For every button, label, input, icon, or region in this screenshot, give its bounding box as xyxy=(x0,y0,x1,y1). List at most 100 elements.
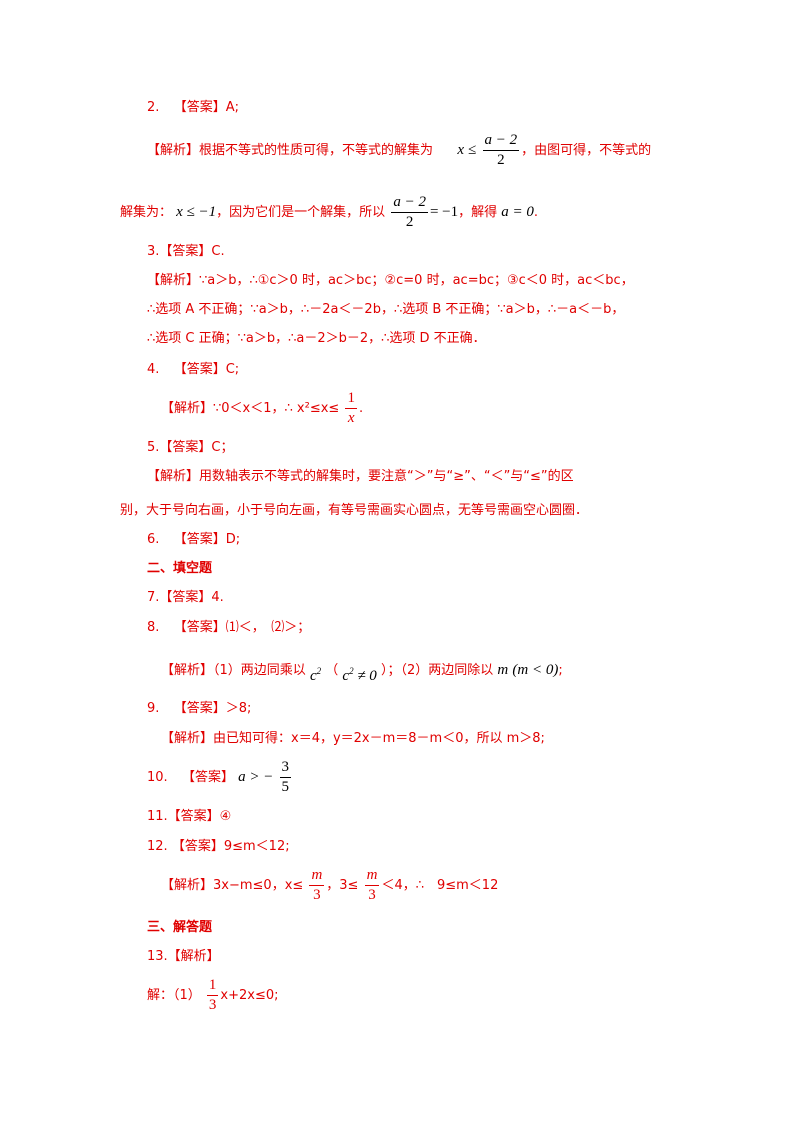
fraction-numerator: a − 2 xyxy=(391,193,428,213)
fraction-denominator: 3 xyxy=(368,887,376,903)
q11-answer: 11.【答案】④ xyxy=(147,809,232,824)
analysis-text: ） xyxy=(380,663,388,678)
analysis-text: . xyxy=(358,401,364,416)
answer-tag: 【答案】 xyxy=(173,532,226,547)
answer-value: ＞8; xyxy=(225,701,252,716)
analysis-text: 3x−m≤0，x≤ xyxy=(213,878,304,893)
fraction: 3 5 xyxy=(279,758,292,797)
fraction: a − 2 2 xyxy=(482,131,520,170)
analysis-text: ，解得 xyxy=(458,205,498,220)
q2-analysis-line2: 解集为： x ≤ −1，因为它们是一个解集，所以 a − 2 2 = −1，解得… xyxy=(120,192,538,233)
math-expression: = −1 xyxy=(429,204,459,220)
question-number: 8. xyxy=(147,620,160,635)
answer-value: ⑴＜， ⑵＞； xyxy=(225,620,311,635)
math-neq: ≠ 0 xyxy=(357,668,377,684)
answer-value: A; xyxy=(225,100,239,115)
fraction-numerator: 1 xyxy=(345,389,357,409)
fraction-numerator: 3 xyxy=(279,758,292,778)
math-expression: a = 0 xyxy=(501,204,534,220)
q5-analysis-line2: 别，大于号向右画，小于号向左画，有等号需画实心圆点，无等号需画空心圆圈． xyxy=(120,503,589,518)
answer-tag: 【答案】 xyxy=(173,620,226,635)
q3-answer: 3.【答案】C. xyxy=(147,244,225,259)
analysis-tag: 【解析】 xyxy=(161,878,214,893)
fraction-numerator: 1 xyxy=(206,976,219,996)
q12-analysis: 【解析】3x−m≤0，x≤ m 3 ，3≤ m 3 ＜4，∴ 9≤m＜12 xyxy=(161,866,498,906)
q10-answer: 10. 【答案】 a > − 3 5 xyxy=(147,757,293,798)
q13-label: 13.【解析】 xyxy=(147,949,220,964)
question-number: 10. xyxy=(147,770,168,785)
q4-analysis: 【解析】∵0＜x＜1，∴ x²≤x≤ 1 x . xyxy=(161,389,363,429)
question-number: 4. xyxy=(147,362,160,377)
analysis-text: ；（2）两边同除以 xyxy=(387,663,494,678)
math-leq: ≤ xyxy=(468,142,477,158)
q5-analysis-line1: 【解析】用数轴表示不等式的解集时，要注意“＞”与“≥”、“＜”与“≤”的区 xyxy=(147,469,574,484)
analysis-text: ，3≤ xyxy=(326,878,359,893)
math-c: c xyxy=(342,668,350,684)
q2-answer: 2. 【答案】A; xyxy=(147,99,239,117)
fraction-denominator: 3 xyxy=(208,997,217,1013)
analysis-text: 解集为： xyxy=(120,205,173,220)
q8-answer: 8. 【答案】⑴＜， ⑵＞； xyxy=(147,619,310,637)
q2-analysis-line1: 【解析】根据不等式的性质可得，不等式的解集为 x ≤ a − 2 2 ，由图可得… xyxy=(147,131,651,170)
q4-answer: 4. 【答案】C; xyxy=(147,361,239,379)
q9-analysis: 【解析】由已知可得：x＝4，y＝2x－m＝8－m＜0，所以 m＞8; xyxy=(161,731,545,746)
math-x: x xyxy=(457,142,464,158)
math-expression: c2 xyxy=(309,666,322,684)
q3-analysis-line3: ∴选项 C 正确；∵a＞b，∴a－2＞b－2，∴选项 D 不正确． xyxy=(147,331,486,346)
section-heading: 三、解答题 xyxy=(147,920,213,935)
fraction: 1 3 xyxy=(206,976,219,1015)
fraction: 1 x xyxy=(345,389,357,428)
answer-value: D; xyxy=(225,532,241,547)
analysis-text: ; xyxy=(558,663,563,678)
math-c: c xyxy=(309,668,317,684)
fraction-numerator: m xyxy=(364,866,380,886)
q6-answer: 6. 【答案】D; xyxy=(147,531,240,549)
math-expression: a > − xyxy=(238,769,274,785)
analysis-text: （1）两边同乘以 xyxy=(213,663,306,678)
fraction-denominator: 2 xyxy=(405,214,414,230)
question-number: 2. xyxy=(147,100,160,115)
math-condition: (m < 0) xyxy=(512,662,559,678)
question-number: 12. xyxy=(147,839,168,854)
q13-solution: 解：（1） 1 3 x+2x≤0; xyxy=(147,976,279,1016)
analysis-text: ，由图可得，不等式的 xyxy=(521,143,652,158)
answer-tag: 【答案】 xyxy=(173,362,226,377)
analysis-tag: 【解析】 xyxy=(161,663,214,678)
solution-text: x+2x≤0; xyxy=(220,988,279,1003)
analysis-text: . xyxy=(533,205,539,220)
q3-analysis-line1: 【解析】∵a＞b，∴①c＞0 时，ac＞bc；②c=0 时，ac=bc；③c＜0… xyxy=(147,273,634,288)
analysis-tag: 【解析】 xyxy=(147,143,200,158)
math-m: m xyxy=(497,662,509,678)
analysis-text: ，因为它们是一个解集，所以 xyxy=(216,205,386,220)
question-number: 6. xyxy=(147,532,160,547)
fraction: m 3 xyxy=(364,866,380,905)
math-expression: c2 ≠ 0 xyxy=(342,666,377,684)
section-heading: 二、填空题 xyxy=(147,561,213,576)
fraction-denominator: 3 xyxy=(313,887,321,903)
question-number: 9. xyxy=(147,701,160,716)
answer-value: 9≤m＜12; xyxy=(223,839,290,854)
analysis-text: ∵0＜x＜1，∴ x²≤x≤ xyxy=(213,401,340,416)
math-expression: x ≤ −1 xyxy=(176,204,217,220)
q9-answer: 9. 【答案】＞8; xyxy=(147,700,251,718)
analysis-text: 根据不等式的性质可得，不等式的解集为 xyxy=(199,143,434,158)
fraction-numerator: m xyxy=(309,866,325,886)
analysis-text: ＜4，∴ 9≤m＜12 xyxy=(381,878,499,893)
analysis-text: （ xyxy=(325,663,339,678)
q3-analysis-line2: ∴选项 A 不正确；∵a＞b，∴－2a＜－2b，∴选项 B 不正确；∵a＞b，∴… xyxy=(147,302,625,317)
fraction: a − 2 2 xyxy=(391,193,428,232)
fraction-denominator: 5 xyxy=(281,779,290,795)
answer-tag: 【答案】 xyxy=(171,839,224,854)
fraction-denominator: 2 xyxy=(497,152,505,168)
fraction: m 3 xyxy=(309,866,325,905)
fraction-numerator: a − 2 xyxy=(482,131,520,151)
answer-tag: 【答案】 xyxy=(173,100,226,115)
fraction-denominator: x xyxy=(347,410,355,426)
q12-answer: 12. 【答案】9≤m＜12; xyxy=(147,838,290,856)
q5-answer: 5.【答案】C； xyxy=(147,440,234,455)
answer-tag: 【答案】 xyxy=(181,770,234,785)
answer-value: C; xyxy=(225,362,240,377)
solution-text: 解：（1） xyxy=(147,988,201,1003)
q8-analysis: 【解析】（1）两边同乘以 c2 （ c2 ≠ 0 ）；（2）两边同除以 m (m… xyxy=(161,650,563,686)
analysis-tag: 【解析】 xyxy=(161,401,214,416)
